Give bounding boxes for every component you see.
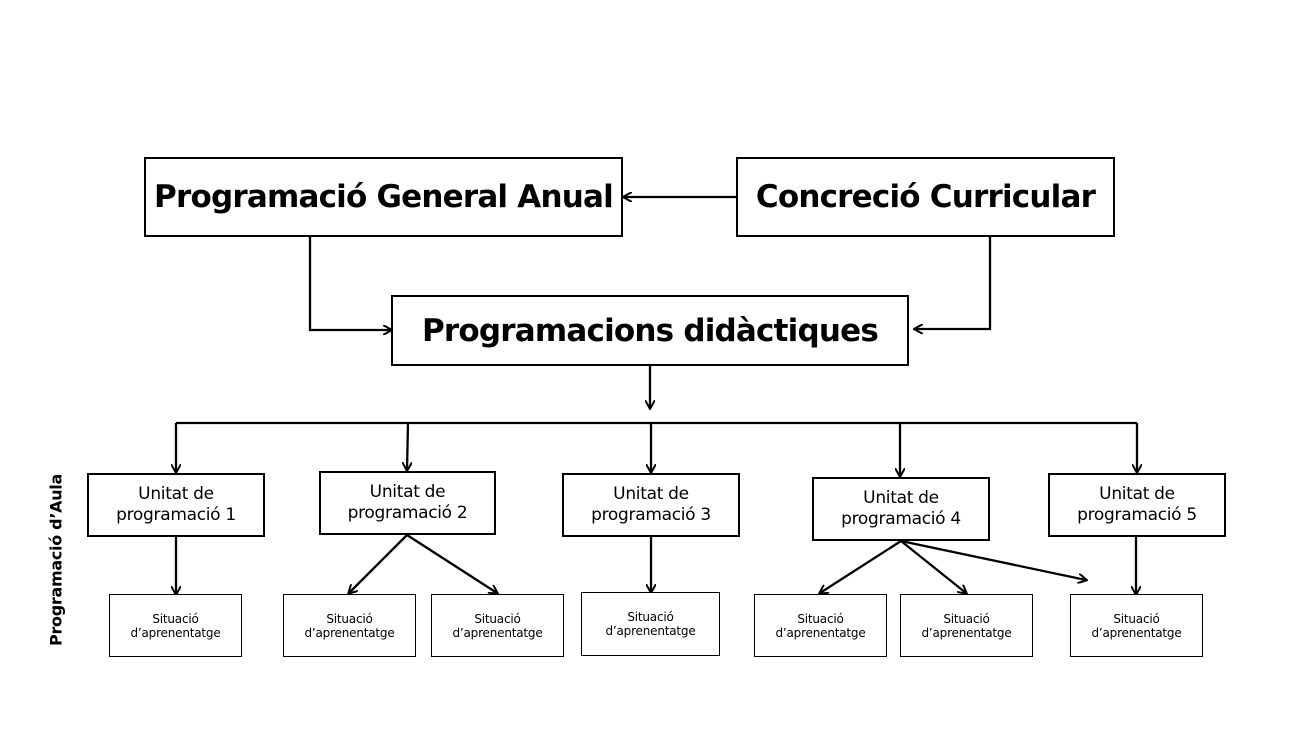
- unit-1-line2: programació 1: [116, 505, 236, 525]
- unit-3-line1: Unitat de: [613, 484, 689, 504]
- situacio-2b-line2: d’aprenentatge: [452, 625, 543, 640]
- unit-4-line2: programació 4: [841, 509, 961, 529]
- situacio-5-line2: d’aprenentatge: [1091, 625, 1182, 640]
- unit-4-line1: Unitat de: [863, 488, 939, 508]
- situacio-2a-line2: d’aprenentatge: [304, 625, 395, 640]
- situacio-2b-line1: Situació: [474, 611, 521, 626]
- box-concrecio-curricular: Concreció Curricular: [736, 157, 1115, 237]
- pd-label: Programacions didàctiques: [421, 312, 879, 349]
- box-unit-2: Unitat de programació 2: [319, 471, 496, 535]
- arrow-to-unit-2: [407, 422, 408, 470]
- situacio-1-line2: d’aprenentatge: [130, 625, 221, 640]
- box-situacio-4a: Situació d’aprenentatge: [754, 594, 887, 657]
- situacio-3-line2: d’aprenentatge: [605, 624, 696, 638]
- arrow-cc-to-pd: [915, 236, 992, 329]
- situacio-3-line1: Situació: [627, 610, 674, 624]
- situacio-1-line1: Situació: [152, 611, 199, 626]
- situacio-4a-line2: d’aprenentatge: [775, 625, 866, 640]
- situacio-2a-line1: Situació: [326, 611, 373, 626]
- pga-label: Programació General Anual: [154, 179, 614, 215]
- unit-2-line1: Unitat de: [369, 482, 446, 502]
- unit-5-line2: programació 5: [1077, 505, 1197, 525]
- unit-3-line2: programació 3: [591, 505, 711, 525]
- box-unit-3: Unitat de programació 3: [562, 473, 740, 537]
- box-programacio-general-anual: Programació General Anual: [144, 157, 623, 237]
- unit-1-line1: Unitat de: [138, 484, 214, 504]
- situacio-4a-line1: Situació: [797, 611, 844, 626]
- situacio-4b-line2: d’aprenentatge: [921, 625, 1012, 640]
- arrow-u4-s4a: [820, 540, 902, 593]
- arrow-pga-to-pd: [308, 236, 391, 330]
- box-situacio-5: Situació d’aprenentatge: [1070, 594, 1203, 657]
- box-situacio-2a: Situació d’aprenentatge: [283, 594, 416, 657]
- box-situacio-2b: Situació d’aprenentatge: [431, 594, 564, 657]
- arrow-u4-s5: [900, 539, 1086, 580]
- box-situacio-3: Situació d’aprenentatge: [581, 592, 720, 656]
- side-label-programacio-aula: Programació d’Aula: [46, 474, 66, 646]
- cc-label: Concreció Curricular: [755, 179, 1096, 215]
- unit-2-line2: programació 2: [347, 503, 468, 523]
- box-unit-1: Unitat de programació 1: [87, 473, 265, 537]
- box-unit-5: Unitat de programació 5: [1048, 473, 1226, 537]
- situacio-5-line1: Situació: [1113, 611, 1160, 626]
- arrow-u2-s2a: [349, 534, 408, 593]
- unit-5-line1: Unitat de: [1099, 484, 1175, 504]
- situacio-4b-line1: Situació: [943, 611, 990, 626]
- box-situacio-4b: Situació d’aprenentatge: [900, 594, 1033, 657]
- arrow-u4-s4b: [900, 540, 966, 593]
- arrow-u2-s2b: [406, 534, 497, 593]
- box-unit-4: Unitat de programació 4: [812, 477, 990, 541]
- box-situacio-1: Situació d’aprenentatge: [109, 594, 242, 657]
- box-programacions-didactiques: Programacions didàctiques: [391, 295, 909, 366]
